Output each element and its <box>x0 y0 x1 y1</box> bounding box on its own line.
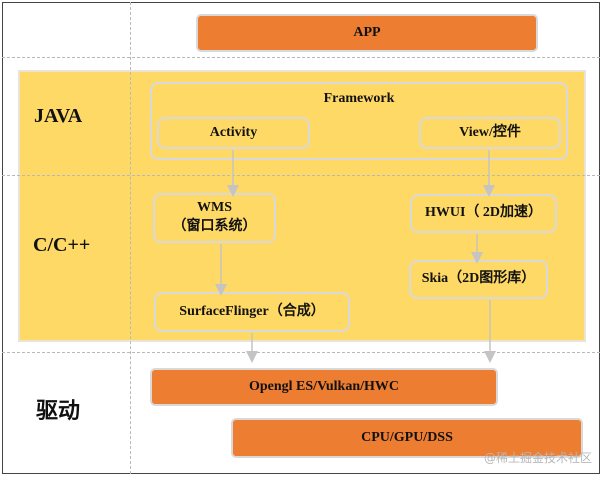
opengl-label: Opengl ES/Vulkan/HWC <box>248 379 400 394</box>
view-box: View/控件 <box>419 117 561 149</box>
wms-label: WMS <box>197 200 232 216</box>
hwui-label: HWUI（ 2D加速） <box>424 205 543 221</box>
skia-label: Skia（2D图形库） <box>421 271 536 287</box>
activity-label: Activity <box>209 124 258 140</box>
opengl-box: Opengl ES/Vulkan/HWC <box>150 368 498 406</box>
column-separator <box>130 2 131 474</box>
surfaceflinger-box: SurfaceFlinger（合成） <box>154 292 350 332</box>
separator-java-cpp <box>2 175 600 176</box>
wms-sublabel: （窗口系统） <box>172 219 257 234</box>
view-label: View/控件 <box>459 124 521 140</box>
outer-frame <box>2 2 600 474</box>
layer-label-cpp: C/C++ <box>33 234 91 256</box>
java-cpp-layer-area <box>18 70 586 342</box>
cpu-gpu-box: CPU/GPU/DSS <box>231 418 583 458</box>
app-label: APP <box>353 25 381 40</box>
cpu-gpu-label: CPU/GPU/DSS <box>361 430 453 445</box>
watermark: @稀土掘金技术社区 <box>483 451 592 465</box>
framework-label: Framework <box>323 91 395 106</box>
surfaceflinger-label: SurfaceFlinger（合成） <box>179 303 325 319</box>
framework-box: Framework <box>150 82 568 160</box>
app-box: APP <box>196 14 538 52</box>
wms-box: WMS （窗口系统） <box>153 193 276 243</box>
layer-label-java: JAVA <box>34 105 83 127</box>
activity-box: Activity <box>157 117 310 149</box>
separator-cpp-driver <box>2 352 600 353</box>
separator-top <box>2 57 600 58</box>
layer-label-driver: 驱动 <box>36 399 81 424</box>
